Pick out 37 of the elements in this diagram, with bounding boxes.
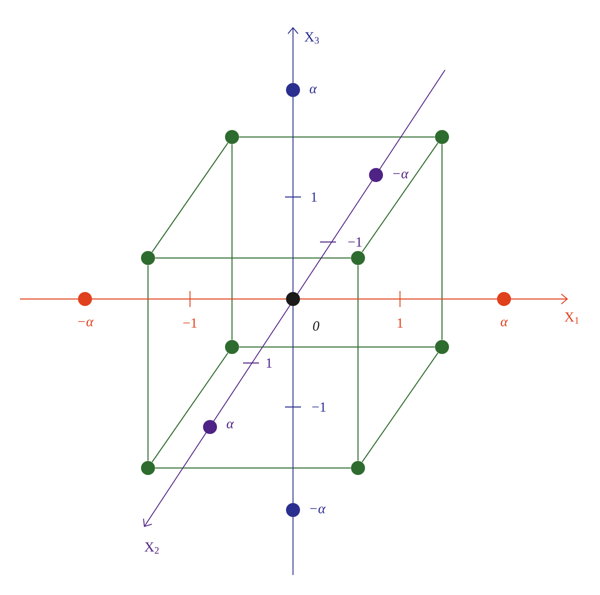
axis-label: 1: [266, 358, 272, 368]
design-point: α: [497, 292, 511, 326]
design-point: [435, 340, 449, 354]
axis-label: X$_{2}$: [144, 542, 159, 554]
design-point: α: [203, 420, 234, 434]
cube-edge: [238, 346, 436, 348]
design-point: [225, 130, 239, 144]
design-point: [435, 130, 449, 144]
axis-label: −1: [348, 237, 362, 247]
node-label: 0: [313, 321, 320, 331]
design-point: −α: [369, 168, 409, 182]
node-label: α: [500, 320, 508, 326]
cube-edge: [152, 352, 228, 463]
design-point: 0: [286, 292, 320, 331]
node-label: α: [310, 86, 317, 94]
node-label: −α: [310, 506, 326, 514]
axis-label: −1: [312, 402, 326, 412]
design-point: −α: [286, 503, 326, 517]
design-point: [351, 251, 365, 265]
axis-label: 1: [398, 318, 403, 328]
node-label: −α: [78, 320, 94, 326]
axis-label: 1: [312, 192, 317, 202]
node-label: α: [226, 422, 234, 428]
cube-edge: [362, 142, 438, 253]
axis-label: X$_{3}$: [304, 32, 319, 44]
design-point: [351, 461, 365, 475]
design-point: −α: [78, 292, 94, 326]
design-point: [225, 340, 239, 354]
cube-edge: [152, 142, 228, 253]
design-point: α: [286, 83, 317, 97]
design-point: [141, 251, 155, 265]
design-point: [141, 461, 155, 475]
cube-edge: [362, 352, 438, 463]
node-label: −α: [393, 172, 409, 178]
axis-label: X$_{1}$: [564, 312, 579, 324]
cube-edge: [238, 136, 436, 138]
axis-label: −1: [183, 318, 197, 328]
